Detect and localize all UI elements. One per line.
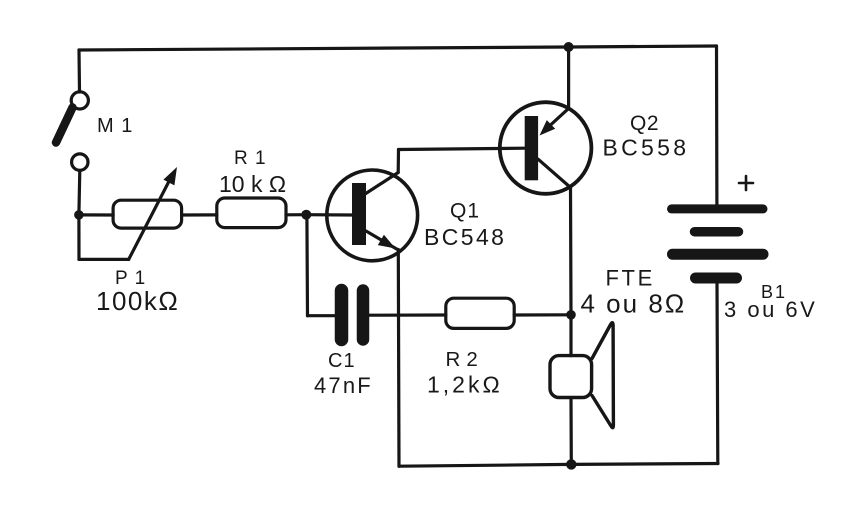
svg-text:3 ou 6V: 3 ou 6V xyxy=(724,297,817,322)
svg-text:B1: B1 xyxy=(761,282,787,302)
svg-text:R 1: R 1 xyxy=(234,148,267,169)
svg-text:BC558: BC558 xyxy=(603,135,690,161)
svg-text:100kΩ: 100kΩ xyxy=(96,286,179,316)
svg-text:1,2kΩ: 1,2kΩ xyxy=(427,372,503,398)
svg-text:Q2: Q2 xyxy=(630,112,659,135)
svg-text:FTE: FTE xyxy=(606,266,655,291)
svg-text:4 ou 8Ω: 4 ou 8Ω xyxy=(581,289,687,319)
svg-text:Q1: Q1 xyxy=(450,200,480,223)
svg-text:M 1: M 1 xyxy=(97,115,133,137)
svg-text:R 2: R 2 xyxy=(446,348,479,371)
svg-text:P 1: P 1 xyxy=(115,268,146,289)
svg-text:10 k Ω: 10 k Ω xyxy=(219,171,286,197)
svg-text:47nF: 47nF xyxy=(314,373,373,398)
svg-text:BC548: BC548 xyxy=(424,224,506,250)
svg-text:C1: C1 xyxy=(328,350,356,372)
